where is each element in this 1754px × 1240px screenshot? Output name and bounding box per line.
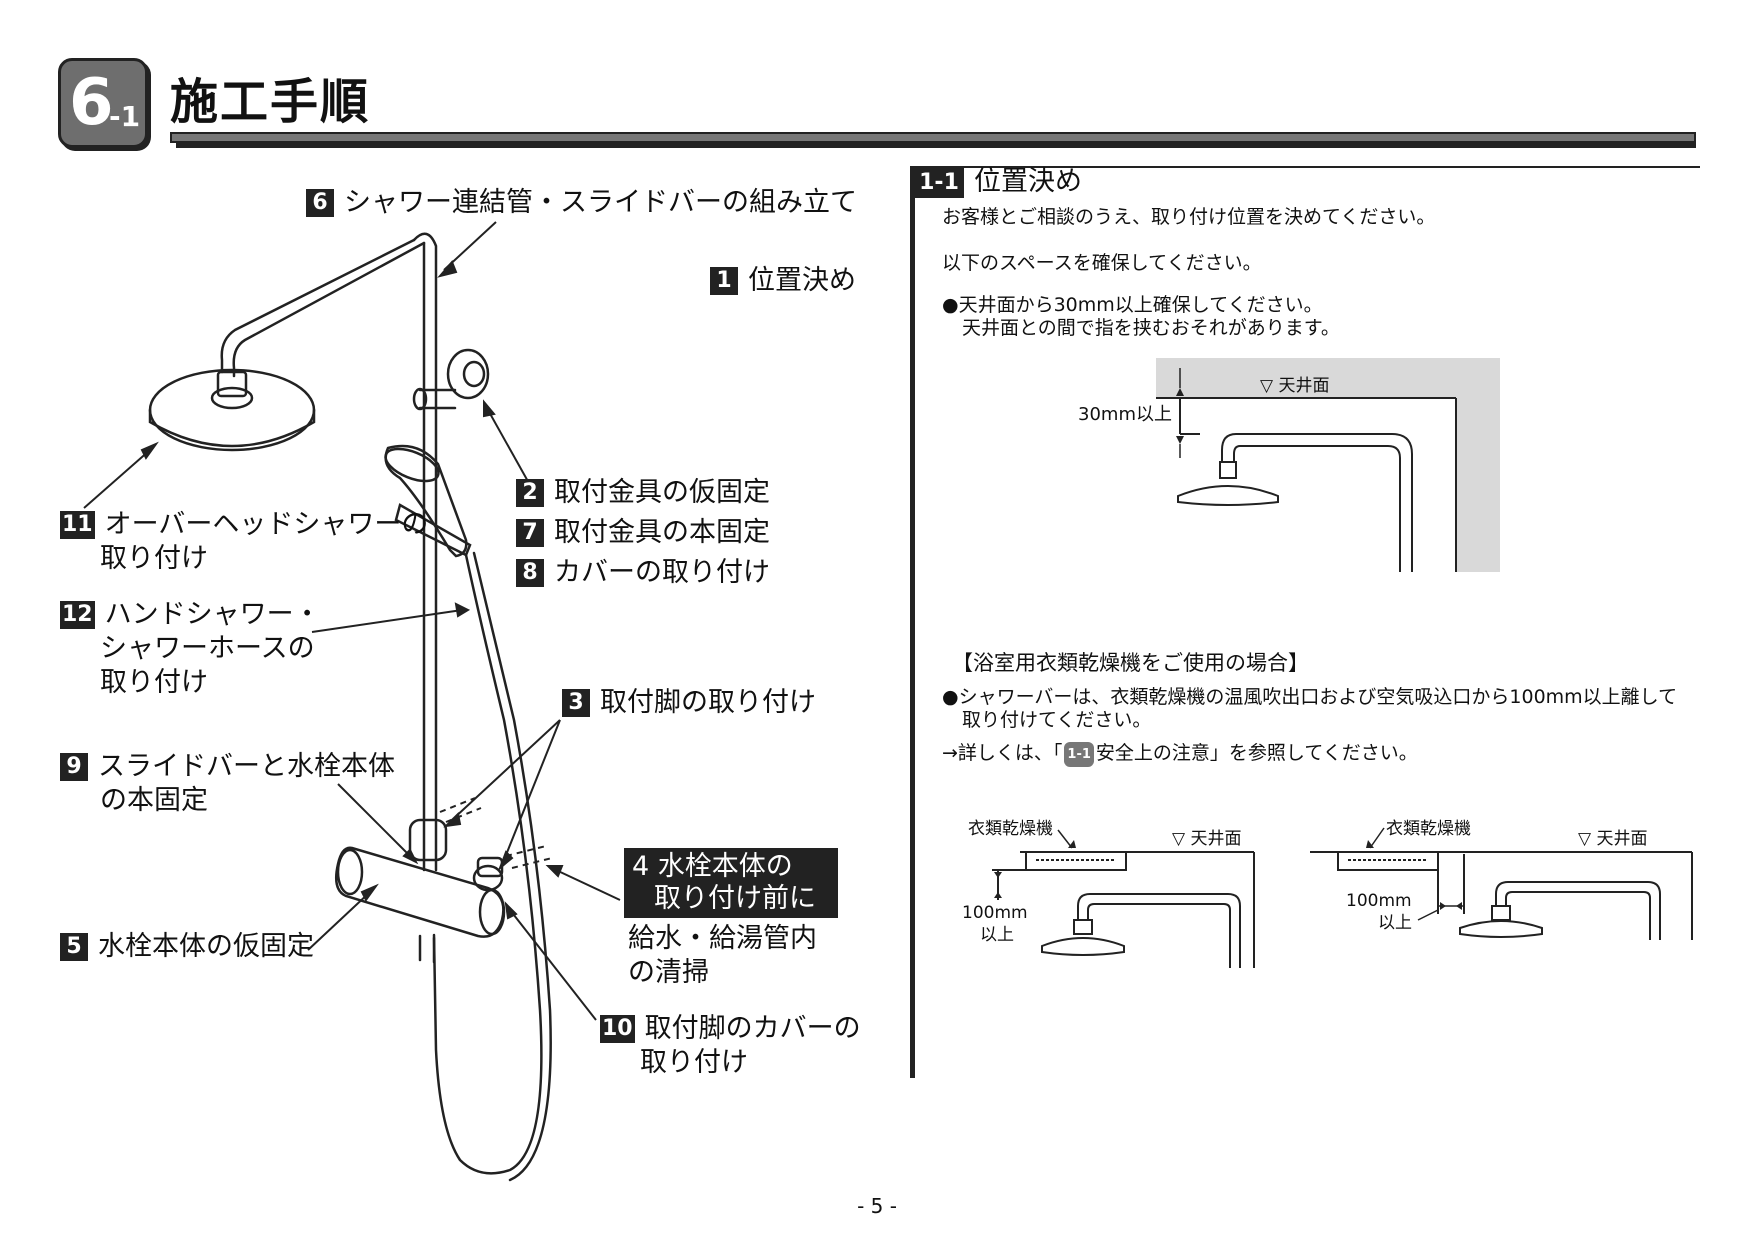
badge-sub: -1 — [109, 100, 141, 133]
section-top-rule — [910, 166, 1700, 168]
fig3-dryer-label: 衣類乾燥機 — [1386, 819, 1471, 839]
step-4-note: 給水・給湯管内の清掃 — [628, 923, 817, 988]
ceiling-note-2: 天井面との間で指を挟むおそれがあります。 — [962, 317, 1340, 339]
section-vertical-bar — [910, 166, 915, 1078]
ceiling-note-1: ●天井面から30mm以上確保してください。 — [942, 294, 1323, 316]
reference-badge: 1-1 — [1064, 742, 1094, 767]
section-badge: 6 -1 — [58, 58, 148, 148]
dryer-note-2: 取り付けてください。 — [962, 709, 1152, 731]
page-title: 施工手順 — [170, 74, 371, 130]
fig1-dim-label: 30mm以上 — [1078, 404, 1172, 425]
ceiling-clearance-figure: ▽ 天井面 30mm以上 — [1078, 358, 1500, 572]
step-4-box: 4 水栓本体の取り付け前に — [624, 848, 838, 918]
fig2-ceiling-label: ▽ 天井面 — [1172, 829, 1241, 849]
dryer-note-1: ●シャワーバーは、衣類乾燥機の温風吹出口および空気吸込口から100mm以上離して — [942, 686, 1678, 708]
fig3-dim2: 以上 — [1378, 913, 1412, 933]
section-title: 位置決め — [974, 166, 1082, 197]
dryer-vertical-figure: 衣類乾燥機 ▽ 天井面 100mm 以上 — [962, 819, 1255, 968]
fig3-ceiling-label: ▽ 天井面 — [1578, 829, 1647, 849]
dryer-heading: 【浴室用衣類乾燥機をご使用の場合】 — [952, 651, 1309, 675]
fig2-dim1: 100mm — [962, 903, 1028, 923]
fig1-ceiling-label: ▽ 天井面 — [1260, 376, 1329, 396]
page-number: - 5 - — [857, 1194, 897, 1218]
dryer-horizontal-figure: 衣類乾燥機 ▽ 天井面 100mm 以上 — [1310, 819, 1693, 940]
badge-main: 6 — [69, 66, 114, 140]
section-number: 1-1 — [914, 168, 964, 198]
shower-illustration — [83, 221, 621, 1182]
space-text: 以下のスペースを確保してください。 — [942, 252, 1262, 274]
fig3-dim1: 100mm — [1346, 891, 1412, 911]
intro-text: お客様とご相談のうえ、取り付け位置を決めてください。 — [942, 206, 1436, 228]
fig2-dim2: 以上 — [980, 925, 1014, 945]
fig2-dryer-label: 衣類乾燥機 — [968, 819, 1053, 839]
title-rule-shadow — [176, 142, 1696, 148]
